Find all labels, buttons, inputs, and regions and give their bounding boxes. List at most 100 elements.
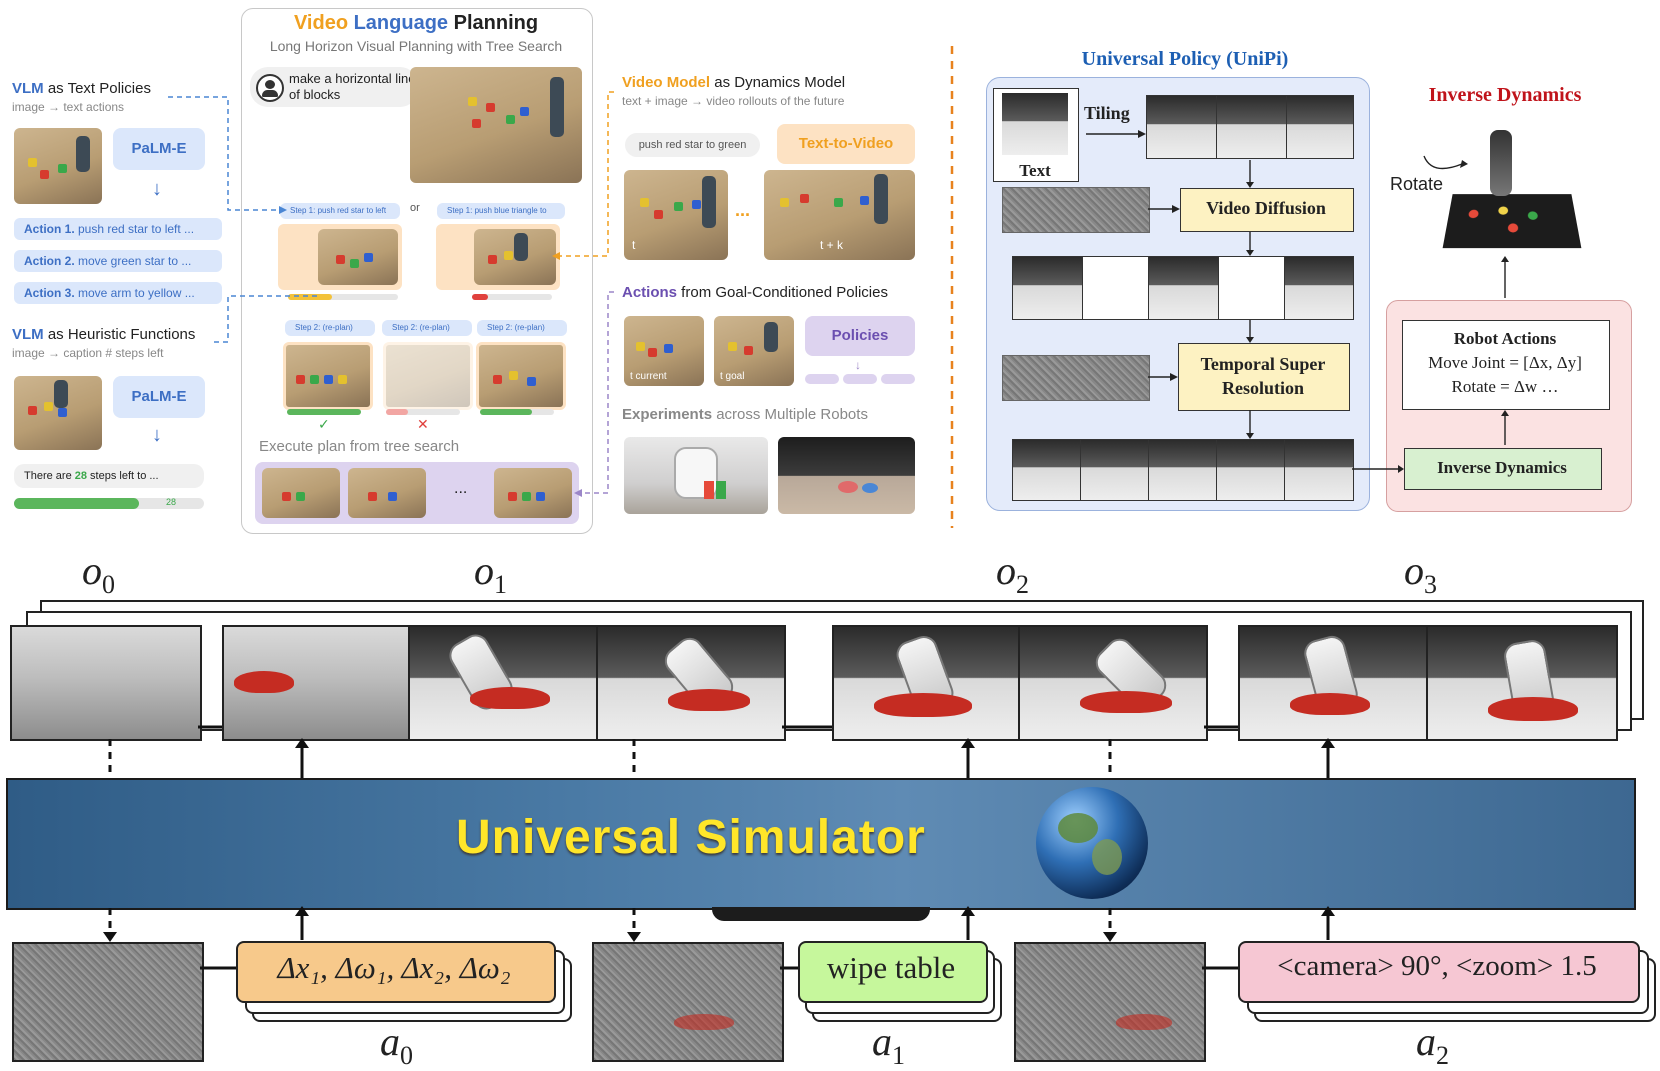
palm-e-box-2 — [113, 376, 205, 418]
tile-3 — [1286, 95, 1354, 159]
obs-frame-o3a — [1238, 625, 1430, 741]
tile-2 — [1216, 95, 1288, 159]
steps-bar: 28 — [14, 497, 204, 509]
steps-num: 28 — [74, 470, 87, 482]
step1-b: Step 1: push blue triangle to ... — [437, 203, 565, 231]
action-3: Action 3. move arm to yellow ... — [14, 282, 222, 304]
a2-sub: 2 — [1436, 1041, 1449, 1070]
a1-letter: a — [872, 1019, 892, 1064]
o3-letter: o — [1404, 548, 1424, 593]
palm-e-label-1: PaLM-E — [131, 140, 187, 157]
t2v-prompt: push red star to green — [625, 133, 760, 157]
experiment-robot-image-1 — [624, 437, 768, 514]
a1-text: wipe table — [826, 950, 956, 985]
video-frame-t: t — [624, 170, 728, 260]
o1-sub: 1 — [494, 570, 507, 599]
vlm-heuristic-title: VLM as Heuristic Functions — [12, 326, 195, 343]
vlm2-subtitle: image → caption # steps left — [12, 346, 164, 360]
action-frame-a1 — [592, 942, 784, 1062]
action-frame-a2 — [1014, 942, 1206, 1062]
label-o0: o0 — [82, 547, 115, 600]
vlm1-label: VLM — [12, 80, 44, 97]
sparse-frame-2 — [1148, 256, 1220, 320]
prompt-text: make a horizontal line of blocks — [289, 71, 416, 102]
a2-letter: a — [1416, 1019, 1436, 1064]
o0-letter: o — [82, 548, 102, 593]
or-label: or — [410, 202, 420, 214]
steps-bar-fill — [14, 498, 140, 509]
robot-actions-title: Robot Actions — [1453, 329, 1557, 348]
vlp-title-planning: Planning — [453, 12, 539, 34]
user-avatar-icon — [256, 74, 284, 102]
policies-arrow-icon: ↓ — [855, 358, 861, 372]
vlm1-subtitle: image → text actions — [12, 100, 125, 114]
policies-token-3 — [881, 374, 915, 384]
o1-letter: o — [474, 548, 494, 593]
step2-a-image — [283, 342, 373, 410]
step1-b-image — [474, 229, 556, 285]
video-frame-tk: t + k — [764, 170, 915, 260]
action-3-text: move arm to yellow ... — [74, 286, 195, 300]
actions-label: Actions — [622, 284, 678, 301]
dense-frame-5 — [1284, 439, 1354, 501]
sparse-frame-blank-1 — [1082, 256, 1150, 320]
a1-card — [798, 941, 988, 1003]
dense-frame-1 — [1012, 439, 1082, 501]
experiments-title: Experiments across Multiple Robots — [622, 406, 868, 423]
tiling-label: Tiling — [1084, 103, 1130, 123]
o2-sub: 2 — [1016, 570, 1029, 599]
execute-label: Execute plan from tree search — [259, 438, 460, 455]
sparse-frame-1 — [1012, 256, 1084, 320]
label-a2: a2 — [1416, 1018, 1449, 1071]
step2-c-progress — [480, 409, 554, 415]
t-current-label: t current — [630, 371, 667, 382]
inverse-dynamics-box — [1404, 448, 1602, 490]
execute-frame-3 — [494, 468, 572, 518]
obs-frame-o1b — [408, 625, 600, 741]
execute-ellipsis: ... — [454, 480, 468, 497]
steps-bar-value: 28 — [165, 497, 176, 507]
robot-arm-icon — [1490, 130, 1512, 196]
policies-token-1 — [805, 374, 839, 384]
experiments-rest: across Multiple Robots — [712, 406, 868, 423]
obs-frame-o0 — [10, 625, 202, 741]
experiments-label: Experiments — [622, 406, 713, 423]
step2-c-image — [476, 342, 566, 410]
policies-label: Policies — [831, 327, 889, 344]
earth-globe-icon — [1036, 787, 1148, 899]
video-model-label: Video Model — [622, 74, 711, 91]
step2-a: Step 2: (re-plan) — [285, 320, 375, 336]
o3-sub: 3 — [1424, 570, 1437, 599]
step2-b-image — [383, 342, 473, 410]
move-joint-eq: Move Joint = [Δx, Δy] — [1428, 353, 1582, 372]
frames-ellipsis: ... — [735, 200, 751, 220]
label-a0: a0 — [380, 1018, 413, 1071]
action-2-label: Action 2. — [24, 254, 75, 268]
obs-frame-o3b — [1426, 625, 1618, 741]
vlm2-label: VLM — [12, 326, 44, 343]
t-goal-label: t goal — [720, 371, 745, 382]
action-2: Action 2. move green star to ... — [14, 250, 222, 272]
a2-text: <camera> 90°, <zoom> 1.5 — [1277, 950, 1597, 982]
palm-e-label-2: PaLM-E — [131, 388, 187, 405]
action-3-label: Action 3. — [24, 286, 75, 300]
vlp-title: Video Language Planning — [241, 12, 591, 35]
unipi-title: Universal Policy (UniPi) — [1081, 48, 1289, 70]
video-model-rest: as Dynamics Model — [710, 74, 846, 91]
text-input-label: Text — [1019, 161, 1051, 180]
tsr-label: Temporal Super Resolution — [1200, 354, 1326, 398]
video-diffusion-label: Video Diffusion — [1206, 198, 1326, 218]
label-o2: o2 — [996, 547, 1029, 600]
action-1-text: push red star to left ... — [74, 222, 195, 236]
noise-strip-2 — [1002, 355, 1150, 401]
vlp-subtitle: Long Horizon Visual Planning with Tree S… — [269, 38, 563, 54]
action-frame-a0 — [12, 942, 204, 1062]
tsr-box — [1178, 343, 1350, 411]
step1-a-progress — [288, 294, 398, 300]
simulator-title: Universal Simulator — [456, 811, 926, 864]
obs-frame-o1a — [222, 625, 412, 741]
vlp-start-image — [410, 67, 582, 183]
vlm1-rest: as Text Policies — [43, 80, 151, 97]
frame-t-label: t — [632, 238, 636, 252]
actions-policies-title: Actions from Goal-Conditioned Policies — [622, 284, 888, 301]
